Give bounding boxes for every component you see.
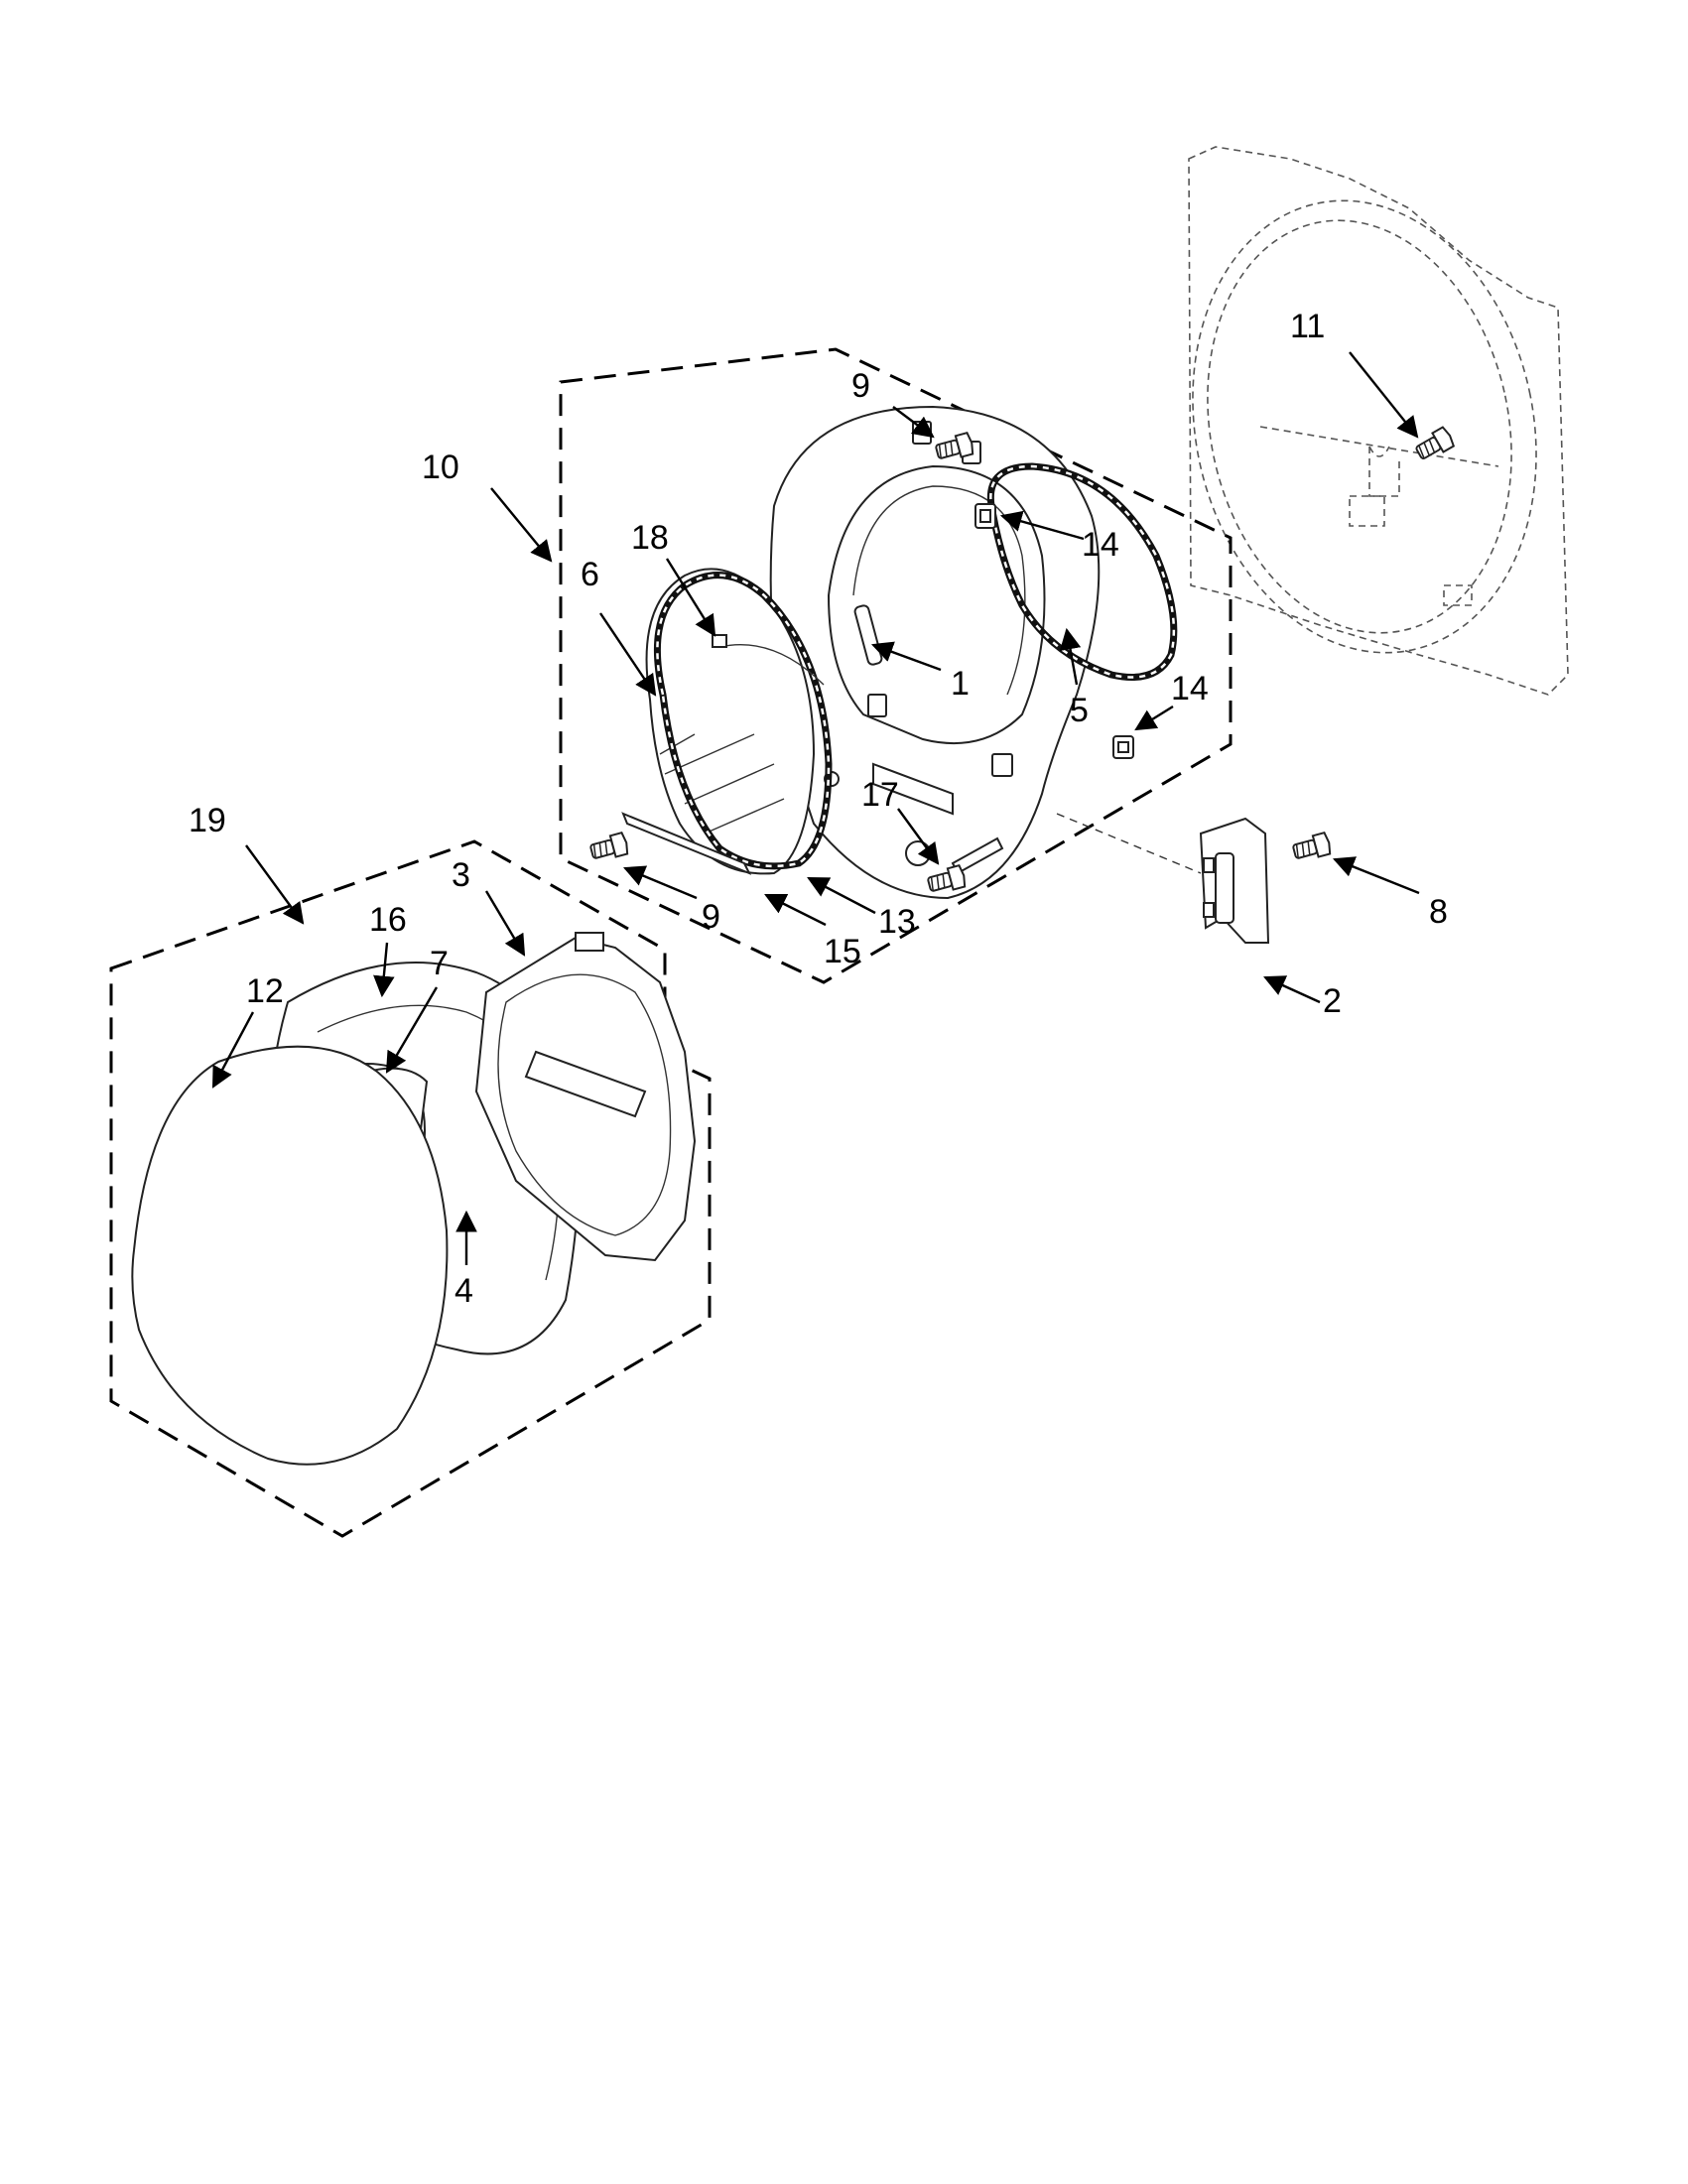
callout-3: 3 [452, 856, 470, 894]
callout-labels: 1 2 3 4 5 6 7 8 9 9 10 11 12 13 14 14 15… [189, 308, 1448, 1310]
inner-door-group-outline [559, 347, 1233, 984]
screw-icon [587, 831, 631, 864]
door-hinge [1199, 817, 1270, 944]
outer-door-inner-frame [474, 932, 697, 1262]
outer-door-group-outline [109, 839, 712, 1538]
callout-9-upper: 9 [851, 367, 870, 405]
callout-19: 19 [189, 802, 226, 839]
leader-lines [211, 351, 1420, 1265]
outer-door-panel [131, 1045, 449, 1466]
callout-6: 6 [581, 556, 599, 593]
hinge-guide-line [1056, 813, 1202, 874]
callout-14-upper: 14 [1082, 526, 1119, 564]
callout-8: 8 [1429, 893, 1448, 931]
wire-harness [718, 644, 825, 686]
strike-clip-upper [974, 503, 996, 529]
callout-18: 18 [631, 519, 669, 557]
callout-10: 10 [422, 449, 459, 486]
callout-14-lower: 14 [1171, 670, 1209, 707]
callout-17: 17 [861, 776, 899, 814]
callout-9-lower: 9 [702, 898, 720, 936]
callout-2: 2 [1323, 982, 1342, 1020]
callout-1: 1 [951, 665, 970, 703]
door-strip [621, 812, 752, 875]
callout-15: 15 [824, 933, 861, 970]
hinge-side-gasket [986, 462, 1178, 681]
callout-16: 16 [369, 901, 407, 939]
callout-13: 13 [878, 903, 916, 941]
screw-icon [1290, 831, 1334, 864]
callout-5: 5 [1070, 692, 1089, 729]
callout-4: 4 [454, 1272, 473, 1310]
callout-12: 12 [246, 972, 284, 1010]
cabinet-front-panel [1188, 146, 1569, 696]
callout-7: 7 [430, 945, 449, 982]
callout-11: 11 [1290, 308, 1325, 345]
strike-clip-lower [1112, 735, 1134, 759]
wire-clip [712, 634, 727, 648]
